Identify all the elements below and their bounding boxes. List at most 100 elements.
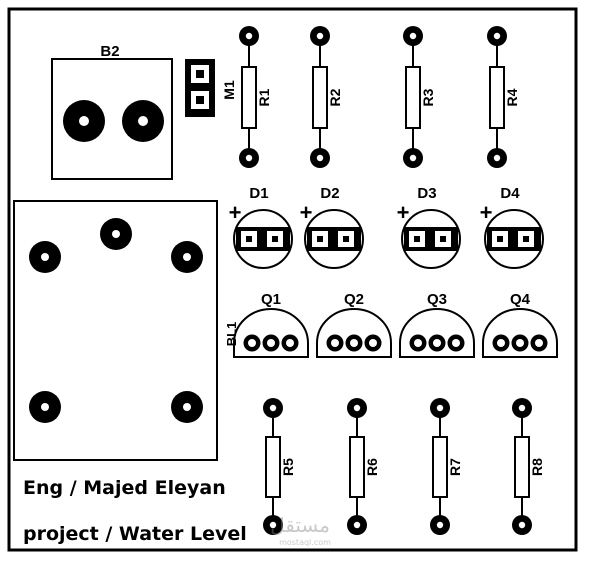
resistor-r1-body [241,66,257,129]
label-d3: D3 [417,185,436,202]
polarity-plus-d1: + [229,200,242,225]
diode-d2-pad-a-core [317,236,323,242]
diode-d1-pad-a-core [246,236,252,242]
transistor-q2-pin-1-hole [331,339,339,347]
resistor-r2: R2 [310,26,343,168]
relay-pad-left-upper-hole [41,253,49,261]
label-r5: R5 [280,458,296,476]
relay-pad-top-hole [112,230,120,238]
resistor-r7: R7 [430,398,463,535]
resistor-r3-pad-top-hole [409,32,417,40]
resistor-r2-pad-top-hole [316,32,324,40]
transistor-q4-pin-1-hole [497,339,505,347]
label-q4: Q4 [510,291,531,308]
resistor-r6-pad-top-hole [353,404,361,412]
resistor-r6: R6 [347,398,380,535]
resistor-r7-pad-bottom-hole [436,521,444,529]
diode-d4-pad-a-core [497,236,503,242]
diode-group: D1 + D2 + D3 + D4 + [229,185,544,269]
transistor-q1-pin-1-hole [248,339,256,347]
label-r4: R4 [504,88,520,106]
connector-b2: B2 [51,43,173,180]
transistor-q4-pin-3-hole [535,339,543,347]
transistor-group: Q1 Q2 Q3 Q4 [233,291,558,358]
author-credit: Eng / Majed Eleyan [23,477,226,499]
resistor-r4: R4 [487,26,520,168]
label-r6: R6 [364,458,380,476]
label-q1: Q1 [261,291,281,308]
watermark-sub: mostaql.com [279,538,331,547]
diode-d3: D3 + [397,185,461,269]
resistor-r6-body [349,436,365,498]
resistor-r3: R3 [403,26,436,168]
relay-block [13,200,218,461]
label-r1: R1 [256,88,272,106]
transistor-q1: Q1 [233,291,309,358]
transistor-q4-pin-2-hole [516,339,524,347]
b2-pad-1-hole [79,116,89,126]
label-b2: B2 [100,43,119,60]
transistor-q2-pin-3-hole [369,339,377,347]
relay-pad-right-upper-hole [183,253,191,261]
diode-d1: D1 + [229,185,293,269]
jumper-m1: M1 [185,59,237,117]
resistor-r2-body [312,66,328,129]
polarity-plus-d4: + [480,200,493,225]
resistor-r6-pad-bottom-hole [353,521,361,529]
resistor-r5-pad-top-hole [269,404,277,412]
diode-d4-pad-k-core [523,236,529,242]
diode-d2: D2 + [300,185,364,269]
label-q3: Q3 [427,291,447,308]
transistor-q3-pin-1-hole [414,339,422,347]
transistor-q2-pin-2-hole [350,339,358,347]
resistor-r1: R1 [239,26,272,168]
m1-pad-2-core [196,96,204,104]
resistor-r7-pad-top-hole [436,404,444,412]
resistor-r1-pad-bottom-hole [245,154,253,162]
diode-d1-pad-k-core [272,236,278,242]
diode-d2-pad-k-core [343,236,349,242]
project-credit: project / Water Level [23,523,247,545]
resistor-r8-pad-bottom-hole [518,521,526,529]
diode-d4: D4 + [480,185,544,269]
label-bl1: BL1 [224,322,239,347]
m1-pad-1-core [196,70,204,78]
transistor-q4: Q4 [482,291,558,358]
label-r3: R3 [420,88,436,106]
resistor-r8: R8 [512,398,545,535]
resistor-r3-body [405,66,421,129]
transistor-q1-pin-3-hole [286,339,294,347]
label-r2: R2 [327,88,343,106]
label-d4: D4 [500,185,520,202]
transistor-q1-pin-2-hole [267,339,275,347]
polarity-plus-d3: + [397,200,410,225]
resistor-r5: R5 [263,398,296,535]
resistor-r3-pad-bottom-hole [409,154,417,162]
transistor-q3: Q3 [399,291,475,358]
label-d1: D1 [249,185,268,202]
relay-pad-right-lower-hole [183,403,191,411]
resistor-r5-body [265,436,281,498]
watermark-logo: مستقل mostaql.com [270,513,331,547]
diode-d3-pad-a-core [414,236,420,242]
label-q2: Q2 [344,291,364,308]
label-r8: R8 [529,458,545,476]
transistor-q3-pin-3-hole [452,339,460,347]
resistor-r8-pad-top-hole [518,404,526,412]
resistor-r8-body [514,436,530,498]
label-d2: D2 [320,185,339,202]
label-m1: M1 [221,80,237,100]
polarity-plus-d2: + [300,200,313,225]
relay-pad-left-lower-hole [41,403,49,411]
resistor-r7-body [432,436,448,498]
label-r7: R7 [447,458,463,476]
resistor-r4-body [489,66,505,129]
resistor-r1-pad-top-hole [245,32,253,40]
b2-pad-2-hole [138,116,148,126]
bottom-resistor-group: R5 R6 R7 R8 [263,398,545,535]
diode-d3-pad-k-core [440,236,446,242]
transistor-q2: Q2 [316,291,392,358]
resistor-r5-pad-bottom-hole [269,521,277,529]
watermark-text: مستقل [270,513,330,537]
